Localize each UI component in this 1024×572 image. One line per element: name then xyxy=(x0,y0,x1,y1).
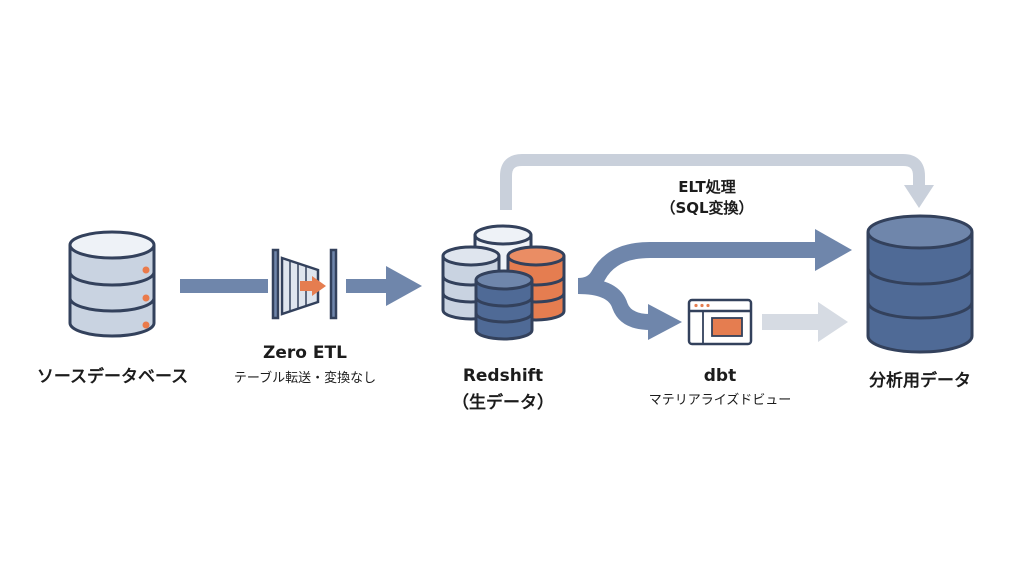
redshift-to-analytics-arrow xyxy=(577,229,852,294)
analytics-database-icon xyxy=(866,214,974,354)
analytics-label: 分析用データ xyxy=(869,371,971,391)
zeroetl-to-redshift-arrow xyxy=(346,266,422,306)
elt-label: ELT処理 xyxy=(678,178,736,196)
elt-arrow xyxy=(500,154,934,210)
redshift-subtitle: （生データ） xyxy=(452,393,554,413)
dbt-to-analytics-arrow xyxy=(762,302,848,342)
dbt-subtitle: マテリアライズドビュー xyxy=(648,393,792,408)
elt-sublabel: （SQL変換） xyxy=(660,199,754,217)
redshift-to-dbt-arrow xyxy=(577,278,682,340)
dbt-title: dbt xyxy=(703,366,737,386)
redshift-cluster-icon xyxy=(441,224,566,341)
redshift-title: Redshift xyxy=(462,366,544,386)
source-to-zeroetl-arrow xyxy=(180,279,268,293)
zero-etl-title: Zero ETL xyxy=(263,343,347,363)
zero-etl-subtitle: テーブル転送・変換なし xyxy=(233,371,377,386)
source-label: ソースデータベース xyxy=(36,367,189,387)
database-icon xyxy=(68,230,156,338)
funnel-icon xyxy=(271,248,338,320)
browser-window-icon xyxy=(687,298,753,346)
